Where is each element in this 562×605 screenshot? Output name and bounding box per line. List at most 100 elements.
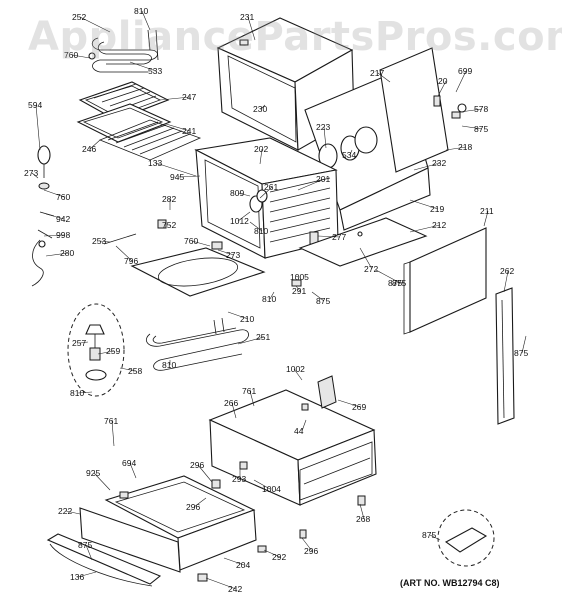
part-callout: 810 <box>162 360 176 370</box>
leader-line <box>337 399 361 408</box>
part-callout: 809 <box>230 188 244 198</box>
sensor-group-drawing <box>67 303 125 397</box>
hardware-drawing <box>103 103 467 582</box>
leader-line <box>159 96 191 101</box>
leader-line <box>165 123 191 132</box>
leader-line <box>249 221 263 232</box>
part-callout: 242 <box>228 584 242 594</box>
leader-line <box>99 240 111 243</box>
leader-line <box>293 368 303 381</box>
leader-line <box>409 224 441 233</box>
leader-line <box>445 146 467 151</box>
leader-line <box>359 247 373 270</box>
part-callout: 945 <box>170 172 184 182</box>
oven-back-drawing <box>304 47 461 231</box>
leader-line <box>237 336 265 345</box>
art-number: (ART NO. WB12794 C8) <box>400 578 500 588</box>
leader-line <box>483 210 489 227</box>
leader-line <box>437 80 447 97</box>
leader-line <box>31 172 39 179</box>
part-callout: 998 <box>56 230 70 240</box>
part-callout: 761 <box>242 386 256 396</box>
part-callout: 201 <box>316 174 330 184</box>
part-callout: 292 <box>272 552 286 562</box>
part-callout: 810 <box>134 6 148 16</box>
leader-line <box>375 269 401 284</box>
part-callout: 875 <box>78 540 92 550</box>
leader-line <box>79 16 111 33</box>
leader-line <box>111 420 115 447</box>
leader-line <box>35 104 41 151</box>
part-callout: 291 <box>292 286 306 296</box>
leader-line <box>237 211 251 222</box>
part-callout: 273 <box>24 168 38 178</box>
side-panel-drawing <box>403 227 487 335</box>
part-callout: 223 <box>316 122 330 132</box>
leader-line <box>119 367 137 372</box>
part-callout: 1005 <box>290 272 309 282</box>
leader-line <box>301 537 313 552</box>
leader-line <box>43 189 65 198</box>
part-callout: 266 <box>224 398 238 408</box>
leader-line <box>193 497 207 508</box>
part-callout: 253 <box>92 236 106 246</box>
part-callout: 875 <box>388 278 402 288</box>
part-callout: 1002 <box>286 364 305 374</box>
leader-line <box>249 390 255 407</box>
oven-bottom-drawing <box>130 247 266 297</box>
part-callout: 231 <box>240 12 254 22</box>
callout-labels: 2528107605332472412465942737609429982801… <box>24 6 528 594</box>
leader-line <box>459 108 483 113</box>
part-callout: 20 <box>438 76 448 86</box>
leader-line <box>429 534 441 541</box>
part-callout: 211 <box>480 206 494 216</box>
part-callout: 1012 <box>230 216 249 226</box>
leader-line <box>295 285 301 292</box>
leader-line <box>217 249 235 256</box>
leader-line <box>503 270 509 293</box>
leader-line <box>93 472 111 491</box>
leader-line <box>247 16 256 41</box>
part-callout: 760 <box>64 50 78 60</box>
bottom-plate-drawing <box>298 217 428 267</box>
part-callout: 251 <box>256 332 270 342</box>
part-callout: 261 <box>264 182 278 192</box>
leader-line <box>297 178 325 191</box>
part-callout: 268 <box>356 514 370 524</box>
part-callout: 760 <box>56 192 70 202</box>
leader-line <box>77 571 97 578</box>
leader-line <box>71 54 91 59</box>
part-callout: 204 <box>236 560 250 570</box>
part-callout: 694 <box>122 458 136 468</box>
leader-line <box>259 148 263 165</box>
part-callout: 875 <box>514 348 528 358</box>
leader-line <box>409 199 439 210</box>
part-callout: 796 <box>124 256 138 266</box>
leader-line <box>377 72 391 83</box>
part-callout: 761 <box>104 416 118 426</box>
part-callout: 875 <box>392 278 406 288</box>
part-callout: 252 <box>72 12 86 22</box>
leader-line <box>359 503 365 520</box>
leader-line <box>311 291 325 302</box>
leader-line <box>317 235 341 238</box>
leader-line <box>45 252 69 257</box>
oven-cavity-drawing <box>194 137 339 259</box>
broil-pan-drawing <box>76 81 172 143</box>
leader-line <box>301 419 307 432</box>
part-callout: 875 <box>422 530 436 540</box>
leader-line <box>155 162 197 177</box>
leader-line <box>197 464 213 483</box>
leader-line <box>77 391 93 394</box>
part-callout: 262 <box>500 266 514 276</box>
part-callout: 232 <box>432 158 446 168</box>
part-callout: 594 <box>28 100 42 110</box>
part-callout: 296 <box>190 460 204 470</box>
leader-line <box>461 125 483 130</box>
part-callout: 212 <box>432 220 446 230</box>
broil-element-drawing <box>88 29 159 73</box>
part-callout: 272 <box>364 264 378 274</box>
part-callout: 219 <box>430 204 444 214</box>
